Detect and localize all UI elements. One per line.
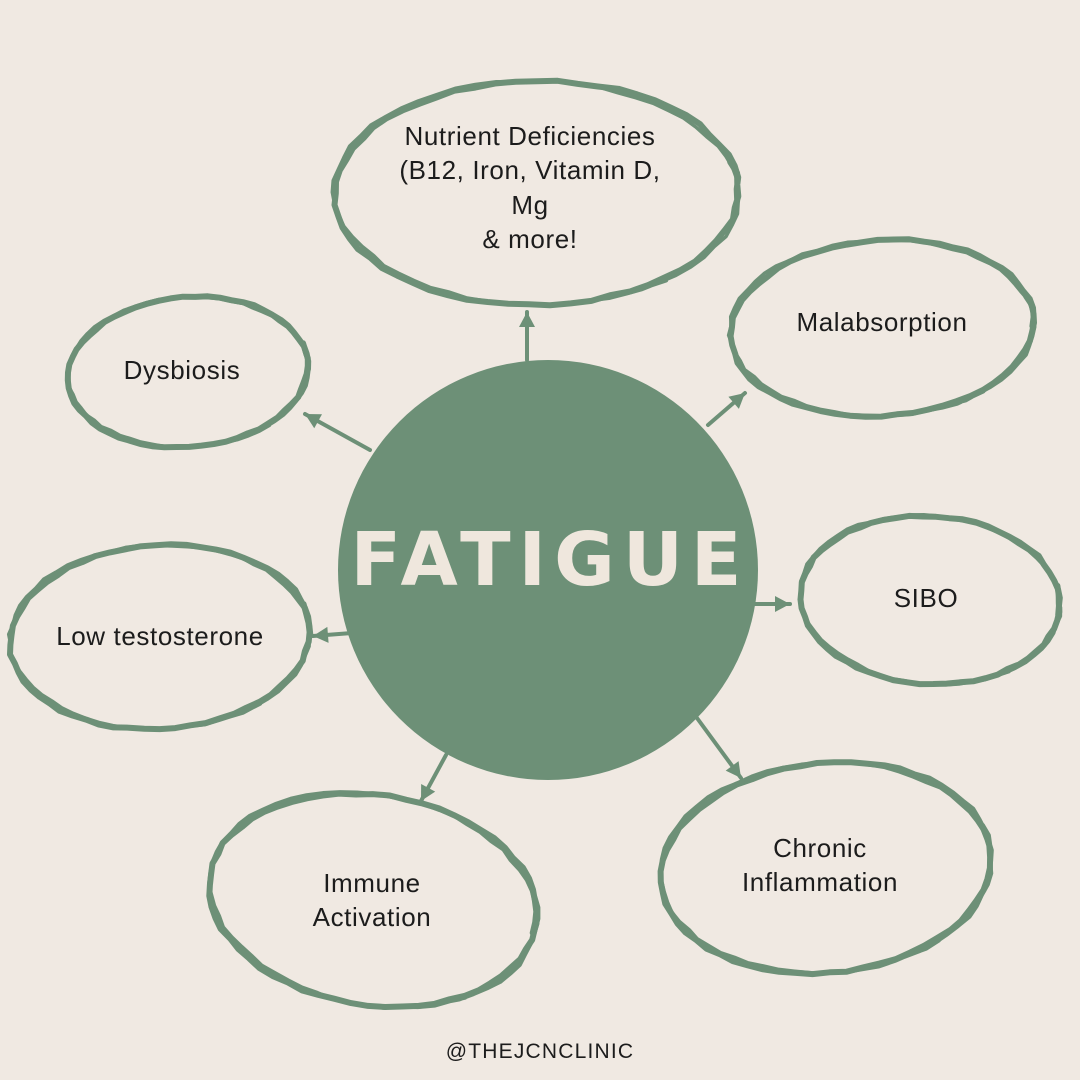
- node-label-malabsorption: Malabsorption: [796, 306, 968, 337]
- node-outline-immune-activation-inner-stroke: [207, 790, 540, 1010]
- node-label-dysbiosis: Dysbiosis: [123, 354, 241, 385]
- node-label-immune-activation: Immune Activation: [312, 867, 432, 932]
- node-outline-low-testosterone-inner-stroke: [6, 543, 313, 732]
- node-outline-nutrient-inner-stroke: [330, 79, 741, 308]
- arrowhead-icon: [519, 312, 535, 327]
- arrowhead-icon: [305, 414, 322, 429]
- node-outline-chronic-inflammation-inner-stroke: [659, 760, 994, 975]
- connector-arrows: [303, 310, 792, 803]
- node-label-nutrient-deficiencies: Nutrient Deficiencies (B12, Iron, Vitami…: [399, 120, 661, 254]
- node-outlines: [6, 77, 1063, 1010]
- arrowhead-icon: [728, 393, 745, 409]
- node-outline-malabsorption-inner-stroke: [726, 237, 1037, 418]
- arrowhead-icon: [775, 596, 790, 612]
- center-circle: [338, 360, 758, 780]
- center-title: FATIGUE: [350, 517, 750, 603]
- arrowhead-icon: [421, 784, 436, 801]
- footer-handle: @THEJCNCLINIC: [445, 1040, 635, 1063]
- node-label-low-testosterone: Low testosterone: [56, 620, 264, 651]
- node-outline-sibo-inner-stroke: [799, 513, 1063, 687]
- node-label-chronic-inflammation: Chronic Inflammation: [741, 832, 899, 897]
- arrowhead-icon: [313, 626, 329, 643]
- arrowhead-icon: [725, 761, 741, 778]
- node-label-sibo: SIBO: [893, 582, 959, 613]
- node-outline-dysbiosis-inner-stroke: [66, 295, 311, 449]
